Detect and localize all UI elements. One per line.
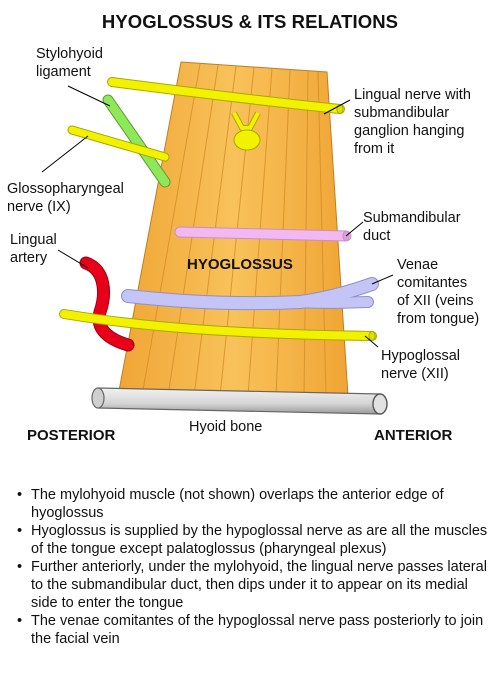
label-hypoglossal-nerve: Hypoglossal nerve (XII) [381, 348, 460, 382]
note-item: The mylohyoid muscle (not shown) overlap… [16, 486, 490, 522]
leader-hypoglossal [364, 335, 379, 348]
submandibular-duct [174, 226, 352, 242]
label-anterior: ANTERIOR [374, 427, 453, 444]
leader-lines [41, 85, 394, 348]
lingual-artery [79, 256, 135, 352]
leader-glossopharyngeal [41, 135, 89, 173]
hypoglossal-nerve [59, 309, 377, 341]
venae-comitantes [121, 277, 379, 311]
glossopharyngeal-nerve [67, 125, 170, 162]
leader-stylohyoid [67, 85, 111, 107]
leader-lingual-artery [57, 249, 89, 269]
label-hyoglossus: HYOGLOSSUS [187, 256, 293, 273]
label-venae-comitantes: Venae comitantes of XII (veins from tong… [397, 257, 480, 327]
leader-lingual-nerve [323, 99, 351, 115]
diagram-title: HYOGLOSSUS & ITS RELATIONS [101, 11, 399, 32]
label-lingual-nerve: Lingual nerve with submandibular ganglio… [354, 87, 471, 157]
stylohyoid-ligament [102, 94, 171, 188]
label-stylohyoid-ligament: Stylohyoid ligament [36, 46, 103, 80]
hyoid-bone [91, 387, 388, 415]
label-posterior: POSTERIOR [27, 427, 116, 444]
submandibular-ganglion [231, 111, 261, 151]
hyoglossus-diagram [41, 61, 394, 415]
note-item: Further anteriorly, under the mylohyoid,… [16, 558, 490, 612]
label-submandibular-duct: Submandibular duct [363, 210, 461, 244]
note-item: The venae comitantes of the hypoglossal … [16, 612, 490, 648]
label-hyoid-bone: Hyoid bone [189, 419, 263, 435]
notes-list: The mylohyoid muscle (not shown) overlap… [16, 486, 490, 648]
leader-submandibular-duct [345, 221, 364, 237]
note-item: Hyoglossus is supplied by the hypoglossa… [16, 522, 490, 558]
label-glossopharyngeal-nerve: Glossopharyngeal nerve (IX) [7, 181, 124, 215]
label-lingual-artery: Lingual artery [10, 232, 57, 266]
leader-venae-comitantes [371, 274, 394, 285]
